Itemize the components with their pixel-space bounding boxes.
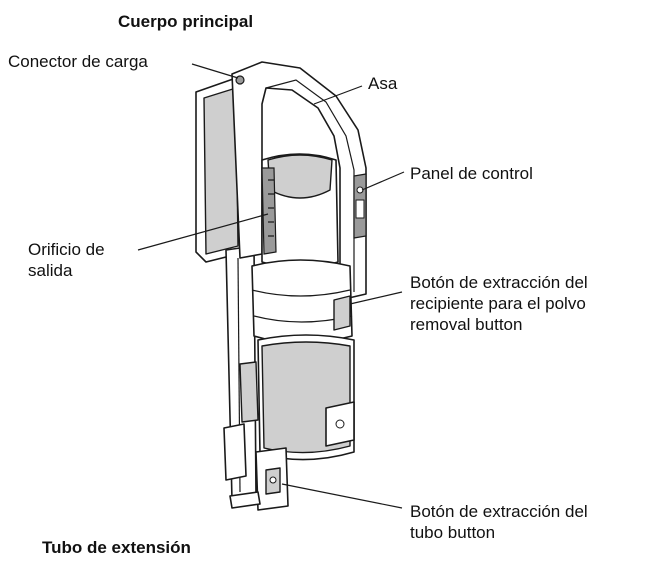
leader-control-panel [362, 172, 404, 190]
label-exhaust-outlet-line1: Orificio de [28, 239, 105, 260]
motor-band [252, 260, 352, 343]
label-dust-release-line2: recipiente para el polvo [410, 293, 586, 314]
label-charging-connector: Conector de carga [8, 51, 148, 72]
label-tube-release-line1: Botón de extracción del [410, 501, 588, 522]
label-dust-release-line3: removal button [410, 314, 522, 335]
label-exhaust-outlet-line2: salida [28, 260, 72, 281]
label-control-panel: Panel de control [410, 163, 533, 184]
title-main-body: Cuerpo principal [118, 12, 253, 32]
label-tube-release-line2: tubo button [410, 522, 495, 543]
leader-charging-connector [192, 64, 238, 78]
label-dust-release-line1: Botón de extracción del [410, 272, 588, 293]
leader-tube-release [282, 484, 402, 508]
dust-bin [258, 335, 354, 460]
title-extension-tube: Tubo de extensión [42, 538, 191, 558]
cyclone-unit [262, 154, 338, 268]
label-handle: Asa [368, 73, 397, 94]
